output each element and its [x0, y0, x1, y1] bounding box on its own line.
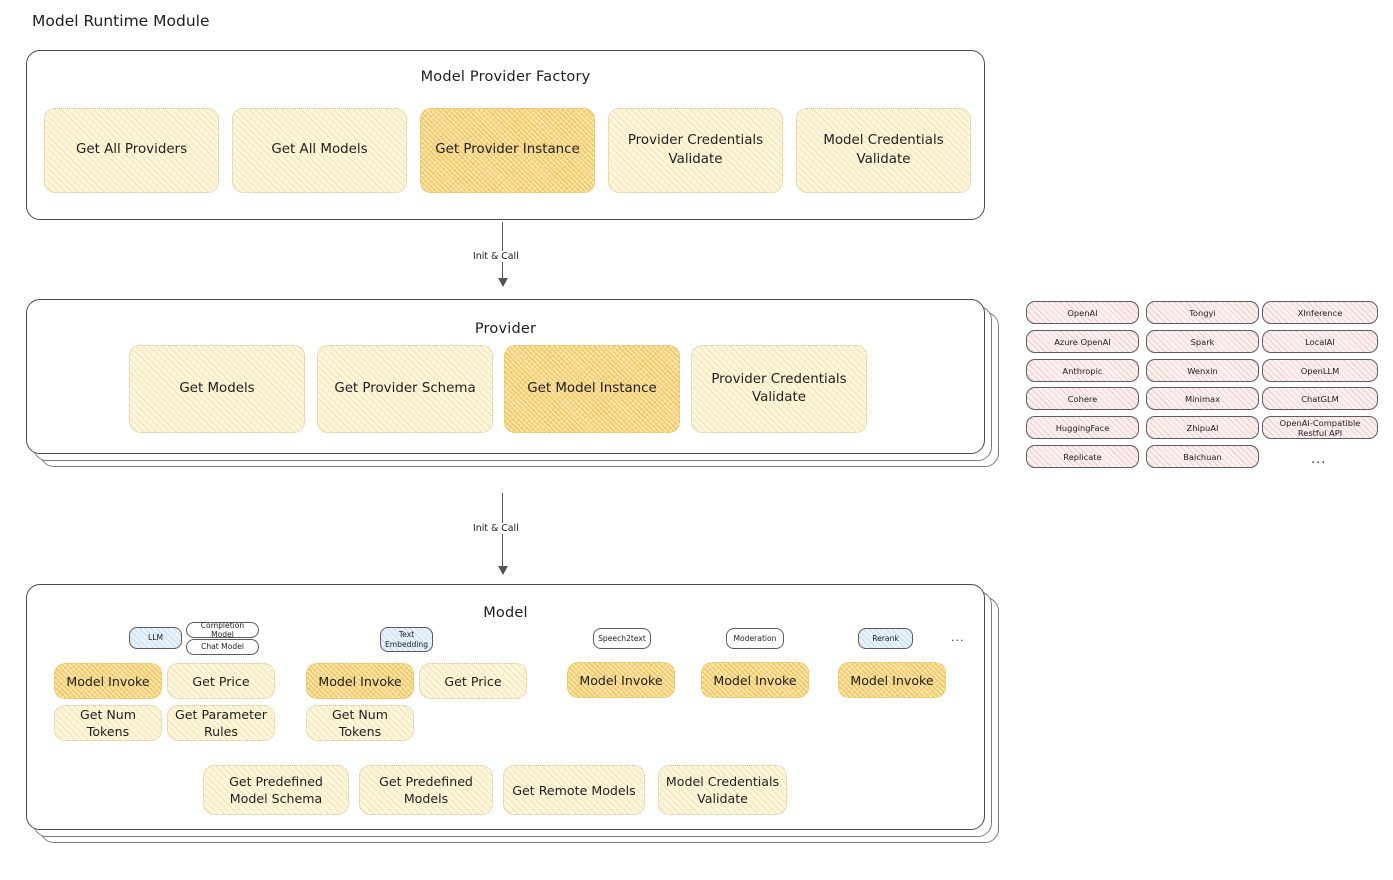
model-type-badge-moderation[interactable]: Moderation	[726, 628, 784, 649]
speech2text-method-model-invoke[interactable]: Model Invoke	[567, 662, 675, 698]
provider-chip-chatglm[interactable]: ChatGLM	[1262, 387, 1378, 410]
provider-chip-localai[interactable]: LocalAI	[1262, 330, 1378, 353]
model-title: Model	[483, 605, 528, 621]
provider-chip-azure-openai[interactable]: Azure OpenAI	[1026, 330, 1139, 353]
model-types-more: ...	[951, 631, 965, 644]
arrow-factory-to-provider-label: Init & Call	[469, 251, 523, 262]
provider-chip-baichuan[interactable]: Baichuan	[1146, 445, 1259, 468]
rerank-method-model-invoke[interactable]: Model Invoke	[838, 662, 946, 698]
provider-node-provider-credentials-validate[interactable]: Provider Credentials Validate	[691, 345, 867, 433]
provider-chip-xinference[interactable]: XInference	[1262, 301, 1378, 324]
factory-node-get-all-models[interactable]: Get All Models	[232, 108, 407, 193]
model-type-badge-llm[interactable]: LLM	[129, 627, 182, 649]
provider-chip-minimax[interactable]: Minimax	[1146, 387, 1259, 410]
model-type-sub-chat-model[interactable]: Chat Model	[186, 639, 259, 655]
provider-title: Provider	[474, 321, 537, 337]
provider-chip-replicate[interactable]: Replicate	[1026, 445, 1139, 468]
llm-method-get-parameter-rules[interactable]: Get Parameter Rules	[167, 705, 275, 741]
provider-node-get-model-instance[interactable]: Get Model Instance	[504, 345, 680, 433]
factory-node-provider-credentials-validate[interactable]: Provider Credentials Validate	[608, 108, 783, 193]
arrow-provider-to-model-head	[498, 566, 508, 575]
model-common-get-predefined-models[interactable]: Get Predefined Models	[359, 765, 493, 815]
factory-node-model-credentials-validate[interactable]: Model Credentials Validate	[796, 108, 971, 193]
provider-chip-cohere[interactable]: Cohere	[1026, 387, 1139, 410]
page-title: Model Runtime Module	[32, 12, 210, 30]
text-embedding-method-get-num-tokens[interactable]: Get Num Tokens	[306, 705, 414, 741]
model-common-model-credentials-validate[interactable]: Model Credentials Validate	[658, 765, 787, 815]
llm-method-model-invoke[interactable]: Model Invoke	[54, 663, 162, 699]
provider-node-get-provider-schema[interactable]: Get Provider Schema	[317, 345, 493, 433]
provider-chip-openllm[interactable]: OpenLLM	[1262, 359, 1378, 382]
provider-list-more: ...	[1311, 452, 1327, 467]
model-common-get-predefined-model-schema[interactable]: Get Predefined Model Schema	[203, 765, 349, 815]
text-embedding-method-get-price[interactable]: Get Price	[419, 663, 527, 699]
arrow-factory-to-provider-head	[498, 278, 508, 287]
model-provider-factory-title: Model Provider Factory	[420, 69, 591, 85]
moderation-method-model-invoke[interactable]: Model Invoke	[701, 662, 809, 698]
provider-chip-tongyi[interactable]: Tongyi	[1146, 301, 1259, 324]
llm-method-get-price[interactable]: Get Price	[167, 663, 275, 699]
provider-chip-zhipuai[interactable]: ZhipuAI	[1146, 416, 1259, 439]
provider-chip-spark[interactable]: Spark	[1146, 330, 1259, 353]
model-type-badge-rerank[interactable]: Rerank	[858, 628, 913, 649]
model-common-get-remote-models[interactable]: Get Remote Models	[503, 765, 645, 815]
llm-method-get-num-tokens[interactable]: Get Num Tokens	[54, 705, 162, 741]
provider-chip-openai[interactable]: OpenAI	[1026, 301, 1139, 324]
text-embedding-method-model-invoke[interactable]: Model Invoke	[306, 663, 414, 699]
provider-chip-anthropic[interactable]: Anthropic	[1026, 359, 1139, 382]
provider-chip-openai-compatible-restful-api[interactable]: OpenAI-Compatible Restful API	[1262, 416, 1378, 439]
model-type-badge-text-embedding[interactable]: Text Embedding	[380, 627, 433, 652]
arrow-provider-to-model-label: Init & Call	[469, 523, 523, 534]
provider-chip-wenxin[interactable]: Wenxin	[1146, 359, 1259, 382]
provider-chip-huggingface[interactable]: HuggingFace	[1026, 416, 1139, 439]
factory-node-get-all-providers[interactable]: Get All Providers	[44, 108, 219, 193]
provider-node-get-models[interactable]: Get Models	[129, 345, 305, 433]
model-type-sub-completion-model[interactable]: Completion Model	[186, 621, 259, 639]
factory-node-get-provider-instance[interactable]: Get Provider Instance	[420, 108, 595, 193]
model-type-badge-speech2text[interactable]: Speech2text	[593, 628, 651, 649]
